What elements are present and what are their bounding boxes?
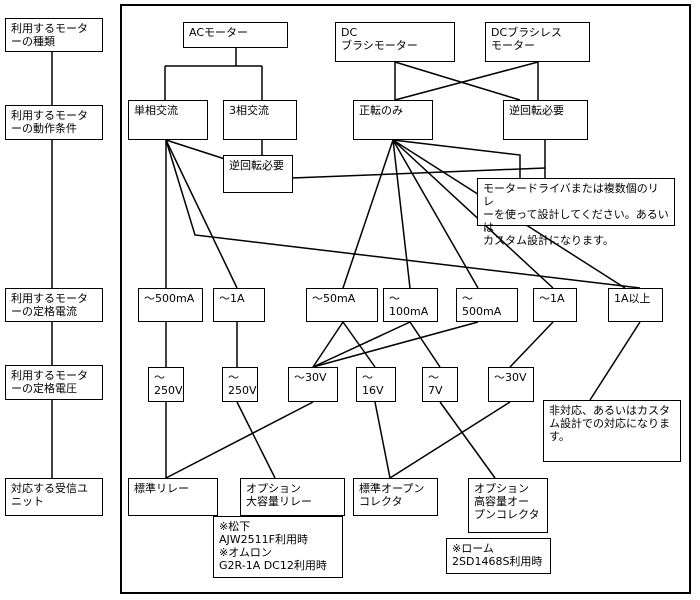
- voltage-250v-1: ～ 250V: [148, 367, 184, 402]
- current-100ma: ～100mA: [383, 288, 438, 322]
- label-operating-condition: 利用するモータ ーの動作条件: [5, 105, 103, 140]
- condition-reverse-required: 逆回転必要: [503, 100, 588, 140]
- c4-to-v5: [409, 321, 441, 368]
- condition-three-phase: 3相交流: [223, 100, 297, 140]
- current-50ma: ～50mA: [306, 288, 378, 322]
- dcbrush-to-reverse: [394, 61, 521, 101]
- single-to-c7: [165, 139, 641, 289]
- label-rated-voltage: 利用するモータ ーの定格電圧: [5, 365, 103, 400]
- unit-optional-high-capacity-relay: オプション 大容量リレー: [240, 478, 345, 516]
- c3-to-v3: [312, 321, 344, 368]
- v5-to-optoc: [439, 401, 496, 479]
- unit-standard-open-collector: 標準オープン コレクタ: [353, 478, 438, 516]
- forward-to-c5: [392, 139, 479, 289]
- v6-to-stdoc: [389, 401, 511, 479]
- label-receiver-unit: 対応する受信ユ ニット: [5, 478, 103, 516]
- flowchart-frame: [120, 4, 691, 594]
- condition-forward-only: 正転のみ: [353, 100, 433, 140]
- label-motor-type: 利用するモータ ーの種類: [5, 18, 103, 52]
- motor-dc-brushless: DCブラシレス モーター: [485, 22, 590, 62]
- unsupported-note: 非対応、あるいはカスタ ム設計での対応になりま す。: [543, 400, 681, 462]
- forward-to-c3: [342, 139, 394, 289]
- c6-to-v6: [509, 321, 554, 368]
- forward-to-c6: [392, 139, 554, 289]
- c5-to-v3: [312, 321, 479, 368]
- current-1a-ac: ～1A: [213, 288, 265, 322]
- acreverse-to-note: [291, 167, 546, 179]
- unit-optional-open-collector: オプション 高容量オー プンコレクタ: [468, 478, 548, 533]
- v3-to-stdrelay: [165, 401, 314, 479]
- voltage-16v: ～16V: [356, 367, 396, 402]
- c3-to-v4: [342, 321, 376, 368]
- single-to-c2: [165, 139, 238, 289]
- label-rated-current: 利用するモータ ーの定格電流: [5, 288, 103, 322]
- driver-design-note: モータードライバまたは複数個のリレ ーを使って設計してください。あるいは カスタ…: [477, 178, 675, 247]
- rohm-part-note: ※ローム 2SD1468S利用時: [446, 538, 551, 574]
- condition-single-phase: 単相交流: [128, 100, 208, 140]
- v4-to-stdoc: [374, 401, 391, 479]
- voltage-250v-2: ～ 250V: [222, 367, 258, 402]
- current-500ma-ac: ～500mA: [138, 288, 203, 322]
- dcbrushless-to-forward: [394, 61, 539, 101]
- unit-standard-relay: 標準リレー: [128, 478, 218, 516]
- current-1a-dc: ～1A: [533, 288, 577, 322]
- c4-to-v3: [312, 321, 411, 368]
- forward-to-c4: [392, 139, 411, 289]
- motor-ac: ACモーター: [183, 22, 288, 48]
- voltage-7v: ～7V: [422, 367, 458, 402]
- motor-dc-brush: DC ブラシモーター: [335, 22, 455, 62]
- single-to-acreverse: [165, 139, 229, 161]
- current-over-1a: 1A以上: [608, 288, 663, 322]
- relay-part-note: ※松下 AJW2511F利用時 ※オムロン G2R-1A DC12利用時: [213, 516, 343, 578]
- v2-to-optrelay: [236, 401, 276, 479]
- voltage-30v-2: ～30V: [488, 367, 534, 402]
- c7-to-unsupported: [589, 321, 641, 401]
- forward-to-note: [392, 139, 521, 180]
- voltage-30v-1: ～30V: [288, 367, 338, 402]
- current-500ma-dc: ～500mA: [456, 288, 518, 322]
- condition-ac-reverse-required: 逆回転必要: [223, 155, 293, 193]
